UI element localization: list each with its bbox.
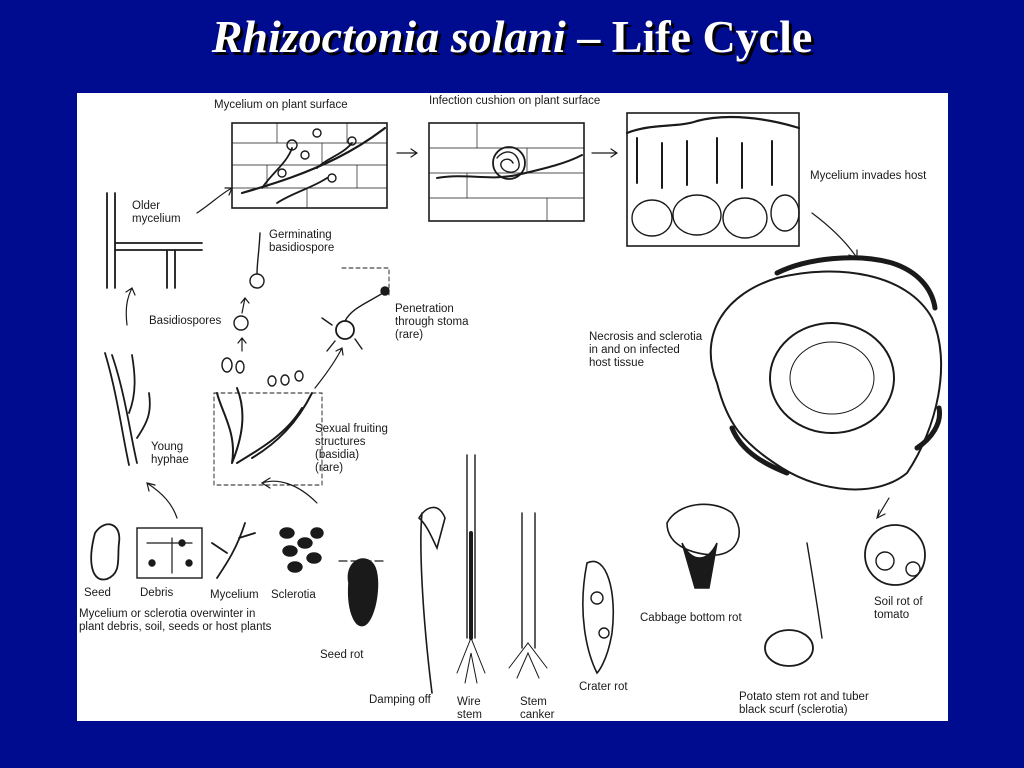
label-cabbage-bottom-rot: Cabbage bottom rot	[640, 612, 742, 624]
label-necrosis: Necrosis and sclerotia in and on infecte…	[589, 331, 703, 369]
overwintering-drawings	[90, 522, 324, 581]
label-sclerotia: Sclerotia	[271, 589, 316, 601]
penetration-drawing	[321, 267, 390, 352]
label-infection-cushion: Infection cushion on plant surface	[429, 95, 601, 107]
label-penetration: Penetration through stoma (rare)	[395, 303, 469, 341]
basidiospores-drawing	[213, 232, 323, 486]
label-wire-stem: Wire stem	[457, 696, 482, 721]
label-overwinter: Mycelium or sclerotia overwinter in plan…	[79, 608, 272, 633]
label-stem-canker: Stem canker	[520, 696, 555, 721]
label-germinating-basidiospore: Germinating basidiospore	[269, 229, 335, 254]
label-seed: Seed	[84, 587, 111, 599]
diagram-drawing	[90, 112, 943, 694]
infection-cushion-panel	[428, 122, 585, 222]
slide-title: Rhizoctonia solani – Life Cycle	[0, 10, 1024, 63]
young-hyphae-drawing	[104, 352, 151, 466]
label-mycelium-invades: Mycelium invades host	[810, 170, 927, 182]
label-young-hyphae: Young hyphae	[151, 441, 189, 466]
title-subtitle: – Life Cycle	[565, 11, 813, 62]
infected-stem-cross-section	[709, 255, 943, 491]
title-species: Rhizoctonia solani	[211, 11, 566, 62]
mycelium-surface-panel	[231, 122, 388, 209]
label-debris: Debris	[140, 587, 174, 599]
older-mycelium-drawing	[106, 192, 203, 289]
label-basidiospores: Basidiospores	[149, 315, 222, 327]
label-potato-stem-rot: Potato stem rot and tuber black scurf (s…	[739, 691, 869, 716]
label-mycelium: Mycelium	[210, 589, 259, 601]
label-seed-rot: Seed rot	[320, 649, 364, 661]
cycle-arrows	[125, 148, 890, 520]
label-sexual-fruiting: Sexual fruiting structures (basidia) (ra…	[315, 423, 388, 474]
label-soil-rot-tomato: Soil rot of tomato	[874, 596, 923, 621]
life-cycle-diagram: Mycelium on plant surface Infection cush…	[77, 93, 948, 721]
label-older-mycelium: Older mycelium	[132, 200, 181, 225]
label-mycelium-surface: Mycelium on plant surface	[214, 99, 348, 111]
mycelium-invades-panel	[625, 112, 801, 247]
symptom-drawings	[338, 454, 926, 694]
label-damping-off: Damping off	[369, 694, 431, 706]
label-crater-rot: Crater rot	[579, 681, 628, 693]
